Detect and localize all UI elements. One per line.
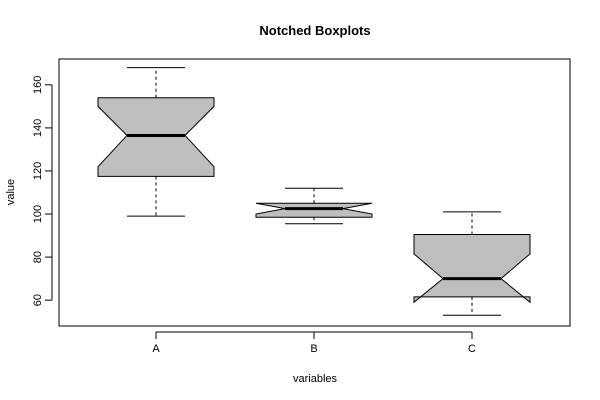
x-tick-label-b: B [310,343,317,355]
x-tick-label-a: A [152,343,160,355]
y-axis-label: value [5,179,17,205]
plot-frame [58,58,571,327]
x-tick-label-c: C [468,343,476,355]
box-c [413,211,531,316]
box-body-a [97,97,215,177]
y-tick-label-80: 80 [32,251,44,263]
chart-title: Notched Boxplots [259,23,370,38]
box-b [255,187,373,225]
y-tick-label-120: 120 [32,162,44,180]
y-axis: 60 80 100 120 140 160 [32,76,53,306]
y-tick-label-60: 60 [32,294,44,306]
box-body-c [413,233,531,304]
y-tick-label-100: 100 [32,205,44,223]
y-tick-label-160: 160 [32,76,44,94]
box-a [97,67,215,217]
y-tick-label-140: 140 [32,119,44,137]
x-axis: A B C [152,331,476,355]
boxes-layer [97,67,531,316]
x-axis-label: variables [293,373,338,385]
box-body-b [255,202,373,218]
